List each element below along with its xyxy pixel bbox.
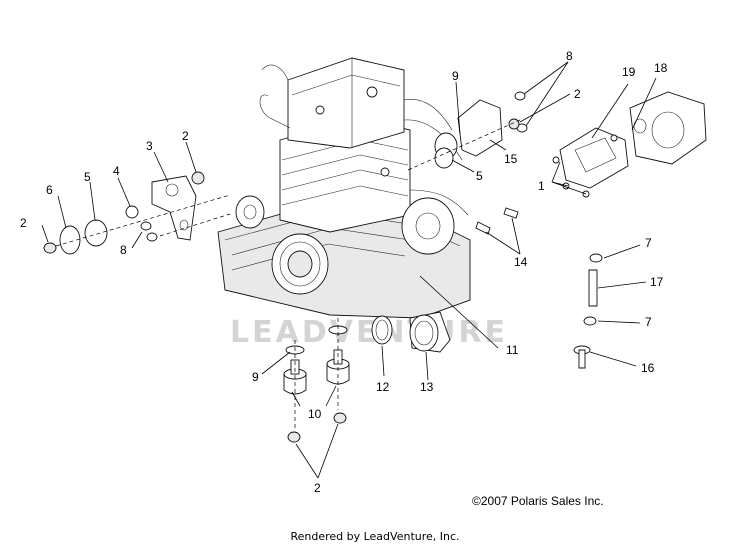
watermark-text: LEADVENTURE <box>230 315 508 350</box>
callout-16: 16 <box>641 361 655 375</box>
bolt-part <box>146 232 158 242</box>
callout-14: 14 <box>514 255 528 269</box>
engine-component <box>629 91 707 165</box>
nut-part <box>287 431 301 443</box>
callout-12: 12 <box>376 380 390 394</box>
callout-7: 7 <box>645 236 652 250</box>
callout-19: 19 <box>622 65 636 79</box>
callout-2: 2 <box>182 129 189 143</box>
callout-2: 2 <box>20 216 27 230</box>
nut-part <box>191 171 205 185</box>
callout-9: 9 <box>252 370 259 384</box>
callout-1: 1 <box>538 179 545 193</box>
callout-8: 8 <box>120 243 127 257</box>
nut-part <box>43 242 57 254</box>
callout-2: 2 <box>574 87 581 101</box>
spacer-part <box>583 316 597 326</box>
callout-8: 8 <box>566 49 573 63</box>
leader-lines <box>41 61 657 479</box>
callout-5: 5 <box>84 170 91 184</box>
mount-isolator <box>434 147 454 169</box>
callout-3: 3 <box>146 139 153 153</box>
clamp-and-boot <box>371 311 451 353</box>
washer-part <box>125 205 139 219</box>
callout-5: 5 <box>476 169 483 183</box>
callout-labels: 2 6 5 4 3 2 8 9 8 2 15 5 19 18 1 14 7 17… <box>20 49 668 495</box>
bolt-part <box>610 134 618 142</box>
nut-part <box>508 118 520 130</box>
callout-2: 2 <box>314 481 321 495</box>
spacer-part <box>589 253 603 263</box>
callout-15: 15 <box>504 152 518 166</box>
bolt-part <box>552 156 560 164</box>
copyright-text: ©2007 Polaris Sales Inc. <box>472 494 604 508</box>
bolt-part <box>140 221 152 231</box>
bolts-14 <box>475 207 519 235</box>
callout-10: 10 <box>308 407 322 421</box>
pin-part <box>588 269 598 307</box>
small-parts-right <box>573 253 603 369</box>
hose-clamp <box>371 315 393 345</box>
callout-11: 11 <box>506 343 519 357</box>
mount-bracket <box>457 99 503 157</box>
engine-assembly <box>217 57 471 319</box>
callout-9: 9 <box>452 69 459 83</box>
callout-7: 7 <box>645 315 652 329</box>
callout-13: 13 <box>420 380 434 394</box>
left-mount-assembly <box>43 171 231 255</box>
mount-isolator <box>59 225 81 255</box>
callout-17: 17 <box>650 275 664 289</box>
right-upper-mount-assembly <box>407 91 528 171</box>
callout-4: 4 <box>113 164 120 178</box>
nut-part <box>333 412 347 424</box>
callout-18: 18 <box>654 61 668 75</box>
rendered-by-text: Rendered by LeadVenture, Inc. <box>290 530 460 543</box>
far-right-bracket-assembly <box>552 91 707 198</box>
engine-bracket <box>559 127 629 189</box>
mount-bracket <box>151 175 197 241</box>
callout-6: 6 <box>46 183 53 197</box>
lower-mount-assembly <box>283 318 350 443</box>
bolt-part <box>514 91 526 101</box>
mount-isolator <box>84 219 108 247</box>
